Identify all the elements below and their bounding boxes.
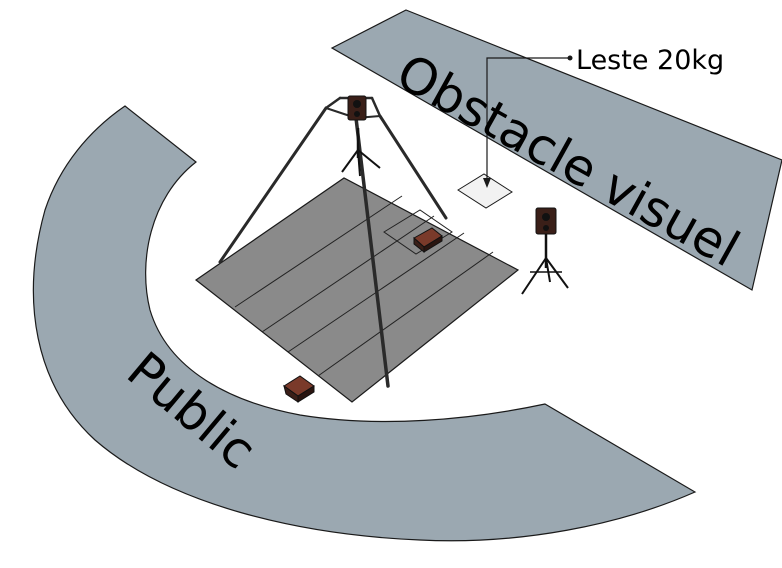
weight-callout-arrow [483, 178, 491, 188]
weight-callout-line [486, 57, 570, 184]
floor-monitor-front-icon [283, 375, 315, 403]
floor-monitor-stage-icon [413, 227, 443, 254]
stage-floor [194, 177, 520, 403]
weight-label: Leste 20kg [576, 45, 724, 76]
weight-plate [457, 173, 513, 209]
speaker-top-icon [341, 95, 381, 177]
speaker-right-icon [521, 207, 569, 295]
obstacle-zone [330, 9, 782, 291]
lighting-tripod-icon [218, 96, 448, 388]
public-zone [32, 105, 697, 542]
weight-callout-dot [567, 55, 573, 61]
